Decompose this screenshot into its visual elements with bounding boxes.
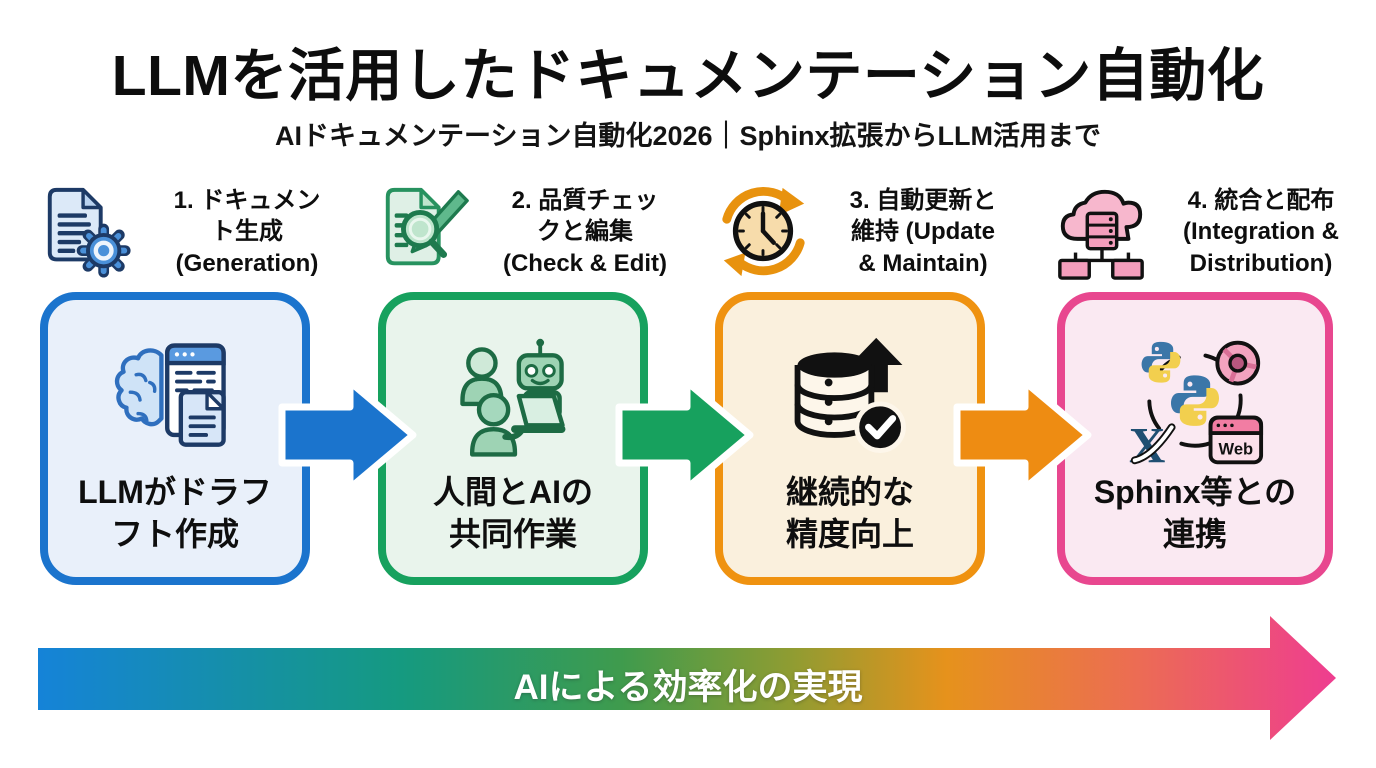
brain-browser-document-icon: [114, 343, 226, 447]
step-header-3: 3. 自動更新と 維持 (Update & Maintain): [706, 180, 1042, 284]
step-header-label-2: 2. 品質チェッ クと編集 (Check & Edit): [502, 187, 667, 277]
web-window-icon: Web: [1208, 415, 1264, 465]
step-header-label-4: 4. 統合と配布 (Integration & Distribution): [1183, 187, 1339, 277]
step-box-integration: X Web Sphinx等との 連携: [1057, 292, 1333, 585]
step-box-generation: LLMがドラフ フト作成: [40, 292, 310, 585]
sphinx-python-web-icon: X Web: [1129, 340, 1264, 472]
step-header-label-3: 3. 自動更新と 維持 (Update & Maintain): [849, 187, 997, 277]
document-magnifier-pen-icon: [385, 187, 469, 266]
flow-arrow-1: [278, 378, 417, 492]
step-box-label-1: LLMがドラフ フト作成: [78, 473, 272, 552]
bottom-banner-arrow: [38, 616, 1336, 740]
python-icon: [1141, 341, 1181, 383]
clock-refresh-icon: [722, 187, 805, 277]
document-gear-icon: [47, 187, 131, 278]
step-header-2: 2. 品質チェッ クと編集 (Check & Edit): [368, 180, 704, 284]
page-subtitle: AIドキュメンテーション自動化2026｜Sphinx拡張からLLM活用まで: [274, 121, 1101, 151]
browser-logo-icon: [1215, 340, 1261, 386]
sphinx-x-icon: X: [1129, 417, 1176, 472]
step-box-label-3: 継続的な 精度向上: [785, 473, 914, 552]
web-label: Web: [1219, 440, 1254, 459]
step-box-label-4: Sphinx等との 連携: [1093, 473, 1297, 552]
human-robot-collaboration-icon: [460, 338, 566, 457]
step-header-4: 4. 統合と配布 (Integration & Distribution): [1044, 180, 1376, 284]
flow-arrow-2: [615, 378, 754, 492]
step-box-label-2: 人間とAIの 共同作業: [432, 473, 593, 552]
step-header-1: 1. ドキュメン ト生成 (Generation): [30, 180, 366, 284]
page-title: LLMを活用したドキュメンテーション自動化: [111, 44, 1265, 108]
step-header-label-1: 1. ドキュメン ト生成 (Generation): [173, 187, 321, 277]
python-icon: [1170, 375, 1220, 426]
bottom-banner-label: AIによる効率化の実現: [513, 668, 863, 707]
cloud-server-network-icon: [1058, 189, 1144, 280]
flow-arrow-3: [953, 378, 1092, 492]
step-box-update-maintain: 継続的な 精度向上: [715, 292, 985, 585]
database-improve-check-icon: [794, 337, 906, 453]
